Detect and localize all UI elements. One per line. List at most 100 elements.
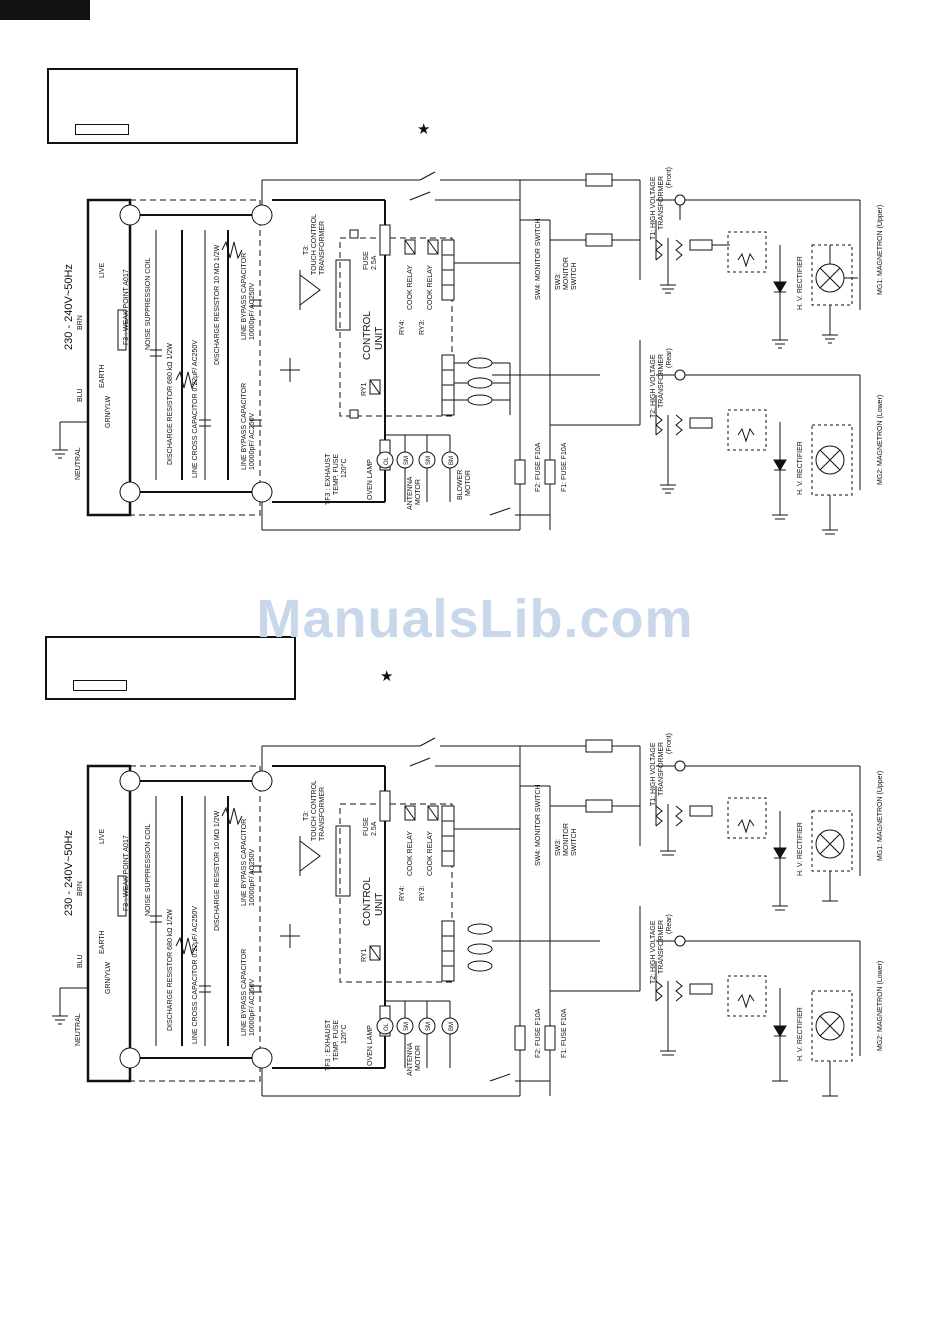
label-blu-2: BLU <box>77 954 84 968</box>
label-bypass-cap-4: LINE BYPASS CAPACITOR <box>241 949 248 1036</box>
page-corner-tab <box>0 0 90 20</box>
oven-lamp-ol <box>376 451 394 469</box>
schematic-bottom: 230 - 240V~50Hz LIVE BRN EARTH GRN/YLW B… <box>52 733 884 1097</box>
label-sw3-c: SWITCH <box>571 262 578 290</box>
label-sw3-c-2: SWITCH <box>571 828 578 856</box>
label-t1-a-2: T1: HIGH VOLTAGE <box>650 742 657 806</box>
label-mg1: MG1: MAGNETRON (Upper) <box>877 205 884 295</box>
label-mg2-2: MG2: MAGNETRON (Lower) <box>877 961 884 1051</box>
label-sw4: SW4: MONITOR SWITCH <box>535 218 542 300</box>
label-neutral-2: NEUTRAL <box>75 1013 82 1046</box>
label-fuse-a: FUSE <box>363 251 370 270</box>
label-hv-rect-1: H. V. RECTIFIER <box>797 256 804 310</box>
label-bypass-cap-1-val: 10000pF/ AC250V <box>249 282 256 340</box>
star-mark-top: ★ <box>417 121 431 138</box>
label-t2-c: (Rear) <box>666 348 673 368</box>
label-mg2: MG2: MAGNETRON (Lower) <box>877 395 884 485</box>
label-fuse-a-2: FUSE <box>363 817 370 836</box>
label-live: LIVE <box>99 262 106 278</box>
label-t2-b: TRANSFORMER <box>658 354 665 408</box>
fuse-2.5a <box>379 224 391 256</box>
label-live-2: LIVE <box>99 828 106 844</box>
schematic-top: 230 - 240V~50Hz LIVE BRN EARTH GRN/YLW B… <box>52 167 884 535</box>
label-t1-b-2: TRANSFORMER <box>658 742 665 796</box>
label-noise-coil: NOISE SUPPRESSION COIL <box>145 257 152 350</box>
label-grn-ylw-2: GRN/YLW <box>105 961 112 994</box>
label-hv-rect-3: H. V. RECTIFIER <box>797 822 804 876</box>
noise-filter-box <box>129 199 261 516</box>
terminal-bottom-left <box>119 481 141 503</box>
label-ry3-b-2: COOK RELAY <box>427 831 434 876</box>
label-sw3-b-2: MONITOR <box>563 823 570 856</box>
label-discharge-680k: DISCHARGE RESISTOR 680 kΩ 1/2W <box>167 343 174 465</box>
label-ol-2: OL <box>384 1022 390 1031</box>
fuse-f2 <box>514 459 526 485</box>
label-bypass-cap-2: LINE BYPASS CAPACITOR <box>241 383 248 470</box>
terminal-bottom-right <box>251 481 273 503</box>
label-sm-1: SM <box>404 456 410 465</box>
label-tf3-c-2: 120°C <box>340 1024 348 1044</box>
label-antenna-a: ANTENNA <box>407 476 414 510</box>
label-control-b-2: UNIT <box>374 893 385 916</box>
note-box-top <box>47 68 298 144</box>
label-tf3-a: TF3 : EXHAUST <box>325 453 332 505</box>
label-discharge-680k-2: DISCHARGE RESISTOR 680 kΩ 1/2W <box>167 909 174 1031</box>
label-earth: EARTH <box>99 364 106 388</box>
label-fuse-b: 2.5A <box>371 255 378 270</box>
label-t2-a: T2: HIGH VOLTAGE <box>650 354 657 418</box>
label-t3-b-2: TOUCH CONTROL <box>311 780 318 841</box>
watermark: ManualsLib.com <box>256 589 694 649</box>
label-control-a: CONTROL <box>362 311 373 360</box>
label-f3-2: F3 : WEAK POINT A017 <box>123 835 130 911</box>
label-supply-2: 230 - 240V~50Hz <box>63 830 75 916</box>
label-neutral: NEUTRAL <box>75 447 82 480</box>
note-box-bottom-key <box>73 680 127 691</box>
label-t3-a-2: T3: <box>303 811 310 821</box>
control-unit-box <box>339 237 453 417</box>
label-t3-b: TOUCH CONTROL <box>311 214 318 275</box>
label-hv-rect-2: H. V. RECTIFIER <box>797 441 804 495</box>
label-fuse-b-2: 2.5A <box>371 821 378 836</box>
relay-ry4 <box>404 239 416 255</box>
label-t1-a: T1: HIGH VOLTAGE <box>650 176 657 240</box>
label-f1-2: F1: FUSE F10A <box>561 1008 568 1058</box>
label-mg1-2: MG1: MAGNETRON (Upper) <box>877 771 884 861</box>
label-line-cross-cap-2: LINE CROSS CAPACITOR 0.22μF/ AC250V <box>192 906 199 1044</box>
relay-ry1 <box>369 379 381 395</box>
label-hv-rect-4: H. V. RECTIFIER <box>797 1007 804 1061</box>
label-grn-ylw: GRN/YLW <box>105 395 112 428</box>
relay-ry3 <box>427 239 439 255</box>
label-tf3-a-2: TF3 : EXHAUST <box>325 1019 332 1071</box>
label-control-a-2: CONTROL <box>362 877 373 926</box>
label-discharge-10m-2: DISCHARGE RESISTOR 10 MΩ 1/2W <box>214 810 221 931</box>
label-f3: F3 : WEAK POINT A017 <box>123 269 130 345</box>
star-mark-bottom: ★ <box>380 668 394 685</box>
label-sw3-b: MONITOR <box>563 257 570 290</box>
label-ry4-a-2: RY4: <box>399 886 406 901</box>
label-ol: OL <box>384 456 390 465</box>
label-sw3-a-2: SW3: <box>555 839 562 856</box>
label-antenna-b: MOTOR <box>415 479 422 505</box>
label-antenna-b-2: MOTOR <box>415 1045 422 1071</box>
label-ry4-a: RY4: <box>399 320 406 335</box>
label-t3-c-2: TRANSFORMER <box>319 787 326 841</box>
label-t1-c: (Front) <box>666 167 673 188</box>
label-earth-2: EARTH <box>99 930 106 954</box>
label-f2-2: F2: FUSE F10A <box>535 1008 542 1058</box>
label-t3-a: T3: <box>303 245 310 255</box>
fuse-f1 <box>544 459 556 485</box>
label-ry1: RY1 <box>361 382 368 396</box>
label-t1-b: TRANSFORMER <box>658 176 665 230</box>
label-tf3-b-2: TEMP. FUSE <box>333 1020 340 1061</box>
label-blower-a: BLOWER <box>457 470 464 500</box>
label-discharge-10m: DISCHARGE RESISTOR 10 MΩ 1/2W <box>214 244 221 365</box>
label-ry4-b-2: COOK RELAY <box>407 831 414 876</box>
label-oven-lamp-2: OVEN LAMP <box>367 1025 374 1066</box>
label-bypass-cap-1: LINE BYPASS CAPACITOR <box>241 253 248 340</box>
label-t3-c: TRANSFORMER <box>319 221 326 275</box>
label-tf3-b: TEMP. FUSE <box>333 454 340 495</box>
label-brn-2: BRN <box>77 881 84 896</box>
label-ry3-b: COOK RELAY <box>427 265 434 310</box>
label-blower-b: MOTOR <box>465 470 472 496</box>
label-sm-4: SM <box>426 1022 432 1031</box>
